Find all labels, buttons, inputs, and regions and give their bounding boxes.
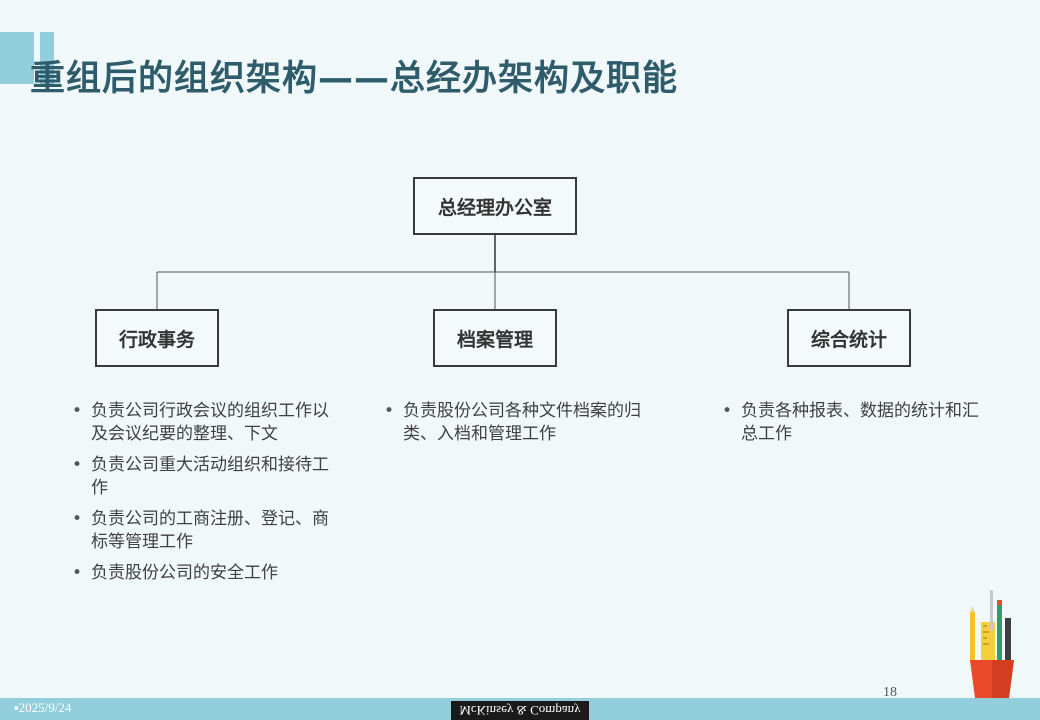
department-box-admin: 行政事务 <box>95 309 219 367</box>
accent-block-large <box>0 32 34 84</box>
pencil-cup-icon <box>970 584 1014 698</box>
page-title: 重组后的组织架构——总经办架构及职能 <box>30 59 679 99</box>
department-box-statistics: 综合统计 <box>787 309 911 367</box>
duty-item: 负责公司重大活动组织和接待工作 <box>70 454 345 500</box>
duty-item: 负责公司行政会议的组织工作以及会议纪要的整理、下文 <box>70 400 345 446</box>
duties-list-archives: 负责股份公司各种文件档案的归类、入档和管理工作 <box>382 400 657 454</box>
accent-block-small <box>40 32 54 84</box>
footer-date: ▪2025/9/24 <box>14 700 72 715</box>
duty-item: 负责公司的工商注册、登记、商标等管理工作 <box>70 508 345 554</box>
duty-item: 负责股份公司各种文件档案的归类、入档和管理工作 <box>382 400 657 446</box>
org-root-box: 总经理办公室 <box>413 177 577 235</box>
duties-list-admin: 负责公司行政会议的组织工作以及会议纪要的整理、下文 负责公司重大活动组织和接待工… <box>70 400 345 593</box>
page-number: 18 <box>883 685 897 700</box>
department-box-archives: 档案管理 <box>433 309 557 367</box>
footer-logo: McKinsey & Company <box>451 701 589 720</box>
duty-item: 负责股份公司的安全工作 <box>70 562 345 585</box>
duties-list-statistics: 负责各种报表、数据的统计和汇总工作 <box>720 400 995 454</box>
duty-item: 负责各种报表、数据的统计和汇总工作 <box>720 400 995 446</box>
